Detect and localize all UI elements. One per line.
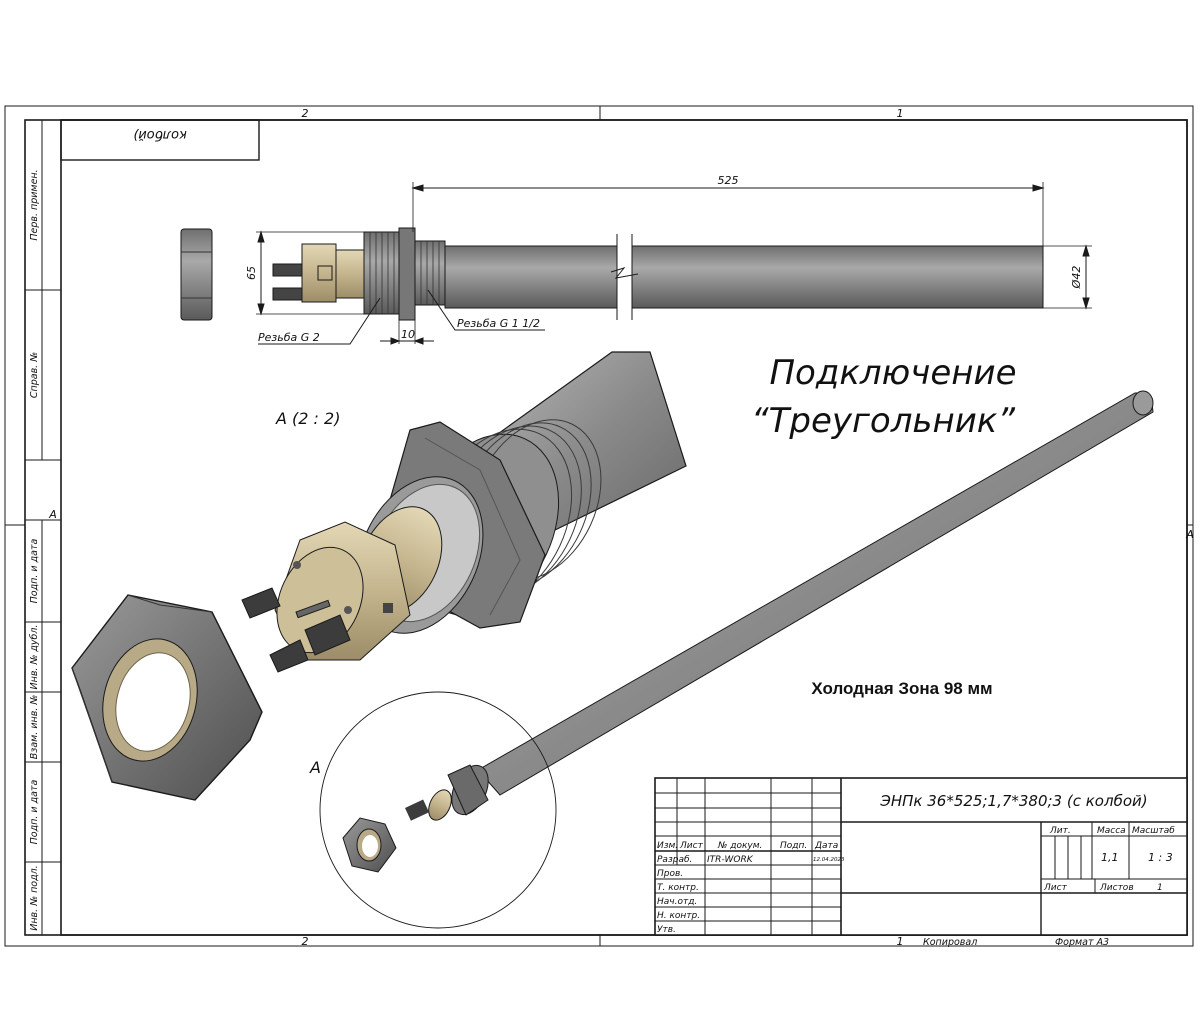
mirrored-stamp: колбой) <box>60 119 260 161</box>
flange <box>398 227 416 321</box>
thread-g2 <box>363 231 405 315</box>
mass-value: 1,1 <box>1101 851 1119 864</box>
row-prov: Пров. <box>657 869 683 879</box>
top-zone-left: 2 <box>302 107 309 120</box>
sheets-label: Листов <box>1099 883 1134 893</box>
scale-value: 1 : 3 <box>1148 851 1173 864</box>
format-label: Формат A3 <box>1055 937 1109 948</box>
connection-title-line2: “Треугольник” <box>751 401 1015 441</box>
mirrored-stamp-text: колбой) <box>133 127 187 142</box>
side-mark-left: A <box>48 508 57 521</box>
side-mark-right: A <box>1185 528 1194 541</box>
full-isometric-view: A <box>309 390 1154 929</box>
sheets-value: 1 <box>1157 883 1163 893</box>
thread-g112 <box>414 240 446 306</box>
side-col-inv-podl: Инв. № подл. <box>29 865 40 931</box>
diameter-value: Ø42 <box>1070 266 1083 290</box>
lit-label: Лит. <box>1049 826 1071 836</box>
row-nkontr: Н. контр. <box>657 911 700 921</box>
detail-callout-circle <box>319 691 557 929</box>
thread-right-label: Резьба G 1 1/2 <box>457 317 540 330</box>
side-view: 525 Ø42 65 10 Резьба G 2 <box>180 174 1092 345</box>
detail-terminal-studs <box>241 587 351 673</box>
sheet-label: Лист <box>1043 883 1068 893</box>
cold-zone-label: Холодная Зона 98 мм <box>811 679 992 698</box>
side-col-podp2: Подп. и дата <box>29 779 40 844</box>
bottom-zone-left: 2 <box>302 935 309 948</box>
dimension-diameter <box>1043 244 1092 310</box>
col-sign: Подп. <box>780 841 807 851</box>
detail-marker: A <box>309 758 321 777</box>
side-col-inv-dubl: Инв. № дубл. <box>29 625 40 690</box>
length-value: 525 <box>718 174 739 187</box>
detail-hex-nut <box>71 594 263 801</box>
heater-tube-side <box>444 245 618 309</box>
top-zone-right: 1 <box>897 107 904 120</box>
detail-view-isometric: A (2 : 2) <box>71 351 687 801</box>
col-izm: Изм. <box>657 841 678 851</box>
col-date: Дата <box>814 841 838 851</box>
dimension-width <box>380 320 434 345</box>
bottom-zone-right: 1 <box>897 935 904 948</box>
developer-date: 12.04.2023 <box>813 857 845 863</box>
row-tkontr: Т. контр. <box>657 883 699 893</box>
col-list: Лист <box>679 841 704 851</box>
copied-label: Копировал <box>923 937 977 948</box>
side-col-perv: Перв. примен. <box>29 169 40 240</box>
drawing-frame <box>4 105 1194 947</box>
side-columns: Перв. примен. Справ. № Подп. и дата Инв.… <box>29 169 40 930</box>
dimension-height <box>256 230 364 316</box>
mass-label: Масса <box>1097 826 1126 836</box>
height-value: 65 <box>245 266 258 280</box>
side-col-podp1: Подп. и дата <box>29 538 40 603</box>
terminal-block <box>301 243 337 303</box>
col-doc: № докум. <box>717 841 762 851</box>
developer-name: ITR-WORK <box>707 855 754 865</box>
title-block: Изм. Лист № докум. Подп. Дата Разраб. Пр… <box>654 777 1188 936</box>
row-razrab: Разраб. <box>657 855 692 865</box>
row-nachotd: Нач.отд. <box>657 897 697 907</box>
width-value: 10 <box>401 328 415 341</box>
side-col-sprav: Справ. № <box>29 352 40 398</box>
scale-label: Масштаб <box>1132 826 1175 836</box>
dimension-length <box>411 182 1045 246</box>
thread-left-label: Резьба G 2 <box>258 331 320 344</box>
side-col-vzam: Взам. инв. № <box>29 695 40 760</box>
terminal-pins <box>272 263 304 301</box>
nut-side-view <box>180 228 213 321</box>
row-utv: Утв. <box>657 925 676 935</box>
connection-title-line1: Подключение <box>769 353 1016 393</box>
designation: ЭНПк 36*525;1,7*380;3 (с колбой) <box>879 792 1147 810</box>
detail-view-label: A (2 : 2) <box>275 409 340 428</box>
